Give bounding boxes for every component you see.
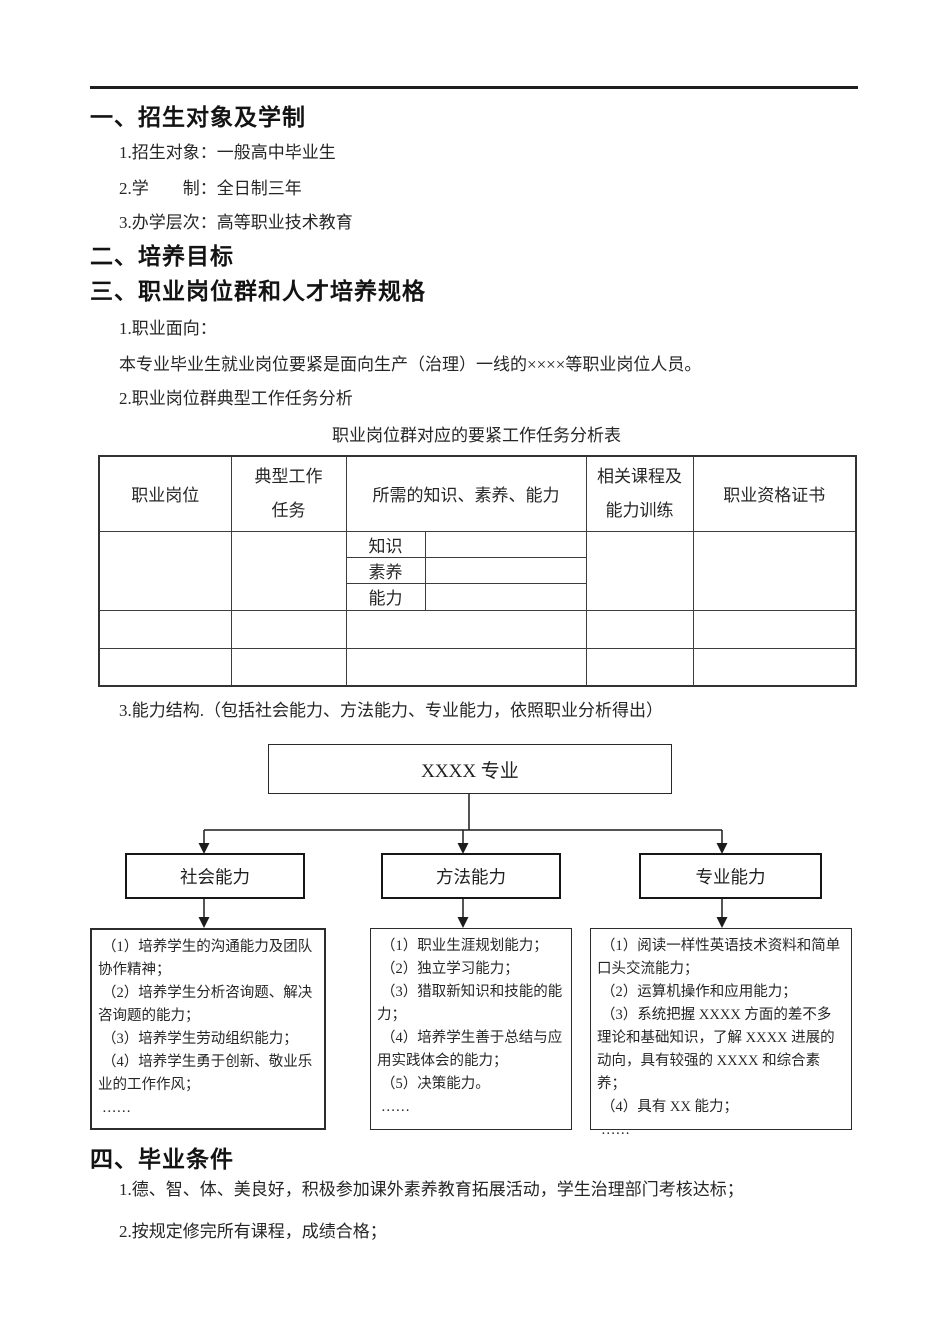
arrow-down-icon — [198, 917, 210, 928]
table-row: 素养 — [99, 556, 856, 584]
header-line: 典型工作 — [254, 466, 323, 486]
ability-item: （3）猎取新知识和技能的能力； — [377, 984, 563, 1023]
list-item-task-analysis: 2.职业岗位群典型工作任务分析 — [119, 389, 353, 408]
table-cell-empty — [98, 647, 232, 687]
ellipsis-line: …… — [102, 1100, 131, 1116]
header-line: 任务 — [271, 500, 306, 520]
sub-row-label-quality: 素养 — [345, 556, 426, 584]
top-rule — [90, 86, 858, 89]
section1-heading: 一、招生对象及学制 — [90, 104, 306, 130]
arrow-down-icon — [198, 843, 210, 854]
header-cell-post: 职业岗位 — [98, 455, 232, 532]
section3-heading: 三、职业岗位群和人才培养规格 — [90, 278, 426, 304]
ability-item: （1）培养学生的沟通能力及团队协作精神； — [98, 939, 313, 978]
table-cell-empty — [585, 530, 694, 611]
table-cell-empty — [98, 530, 232, 611]
table-cell-empty — [585, 609, 694, 649]
table-cell-empty — [424, 582, 587, 611]
header-cell-required-ksa: 所需的知识、素养、能力 — [345, 455, 587, 532]
list-item-graduation-1: 1.德、智、体、美良好，积极参加课外素养教育拓展活动，学生治理部门考核达标； — [119, 1180, 744, 1199]
ability-item: （4）培养学生善于总结与应用实践体会的能力； — [377, 1030, 563, 1069]
table-cell-empty — [692, 530, 857, 611]
task-analysis-table: 职业岗位 典型工作 任务 所需的知识、素养、能力 相关课程及 能力训练 职业资格… — [98, 455, 857, 687]
table-cell-empty — [692, 647, 857, 687]
list-item-graduation-2: 2.按规定修完所有课程，成绩合格； — [119, 1222, 387, 1241]
table-cell-empty — [585, 647, 694, 687]
table-caption: 职业岗位群对应的要紧工作任务分析表 — [332, 426, 621, 445]
table-cell-empty — [424, 556, 587, 584]
list-item-ability-structure: 3.能力结构.（包括社会能力、方法能力、专业能力，依照职业分析得出） — [119, 701, 663, 720]
table-cell-empty — [98, 609, 232, 649]
ability-item: （4）具有 XX 能力； — [601, 1099, 738, 1115]
arrow-down-icon — [457, 843, 469, 854]
sub-row-label-ability: 能力 — [345, 582, 426, 611]
ellipsis-line: …… — [381, 1099, 410, 1115]
table-row: 知识 — [98, 530, 857, 611]
header-line: 能力训练 — [605, 500, 674, 520]
table-cell-empty — [424, 530, 587, 558]
flowchart-root-box: XXXX 专业 — [268, 744, 672, 794]
flowchart-branch-method: 方法能力 — [381, 853, 561, 899]
list-item-schooling-length: 2.学 制：全日制三年 — [119, 179, 302, 198]
flowchart-branch-professional: 专业能力 — [639, 853, 822, 899]
flowchart-branch-social: 社会能力 — [125, 853, 305, 899]
ability-item: （1）阅读一样性英语技术资料和简单口头交流能力； — [597, 938, 841, 977]
ability-item: （2）独立学习能力； — [381, 961, 519, 977]
ability-item: （4）培养学生勇于创新、敬业乐业的工作作风； — [98, 1054, 313, 1093]
table-row — [98, 647, 857, 687]
arrow-down-icon — [716, 917, 728, 928]
header-cell-typical-task: 典型工作 任务 — [230, 455, 347, 532]
ability-item: （2）培养学生分析咨询题、解决咨询题的能力； — [98, 985, 313, 1024]
section2-heading: 二、培养目标 — [90, 243, 234, 269]
ability-item: （5）决策能力。 — [381, 1076, 490, 1092]
flowchart-content-box-professional: （1）阅读一样性英语技术资料和简单口头交流能力； （2）运算机操作和应用能力； … — [590, 928, 852, 1138]
table-header-row: 职业岗位 典型工作 任务 所需的知识、素养、能力 相关课程及 能力训练 职业资格… — [98, 455, 857, 532]
flowchart-content-box-social: （1）培养学生的沟通能力及团队协作精神； （2）培养学生分析咨询题、解决咨询题的… — [90, 928, 326, 1130]
list-item-enrollment-target: 1.招生对象：一般高中毕业生 — [119, 143, 336, 162]
table-row — [98, 609, 857, 649]
table-cell-empty — [230, 530, 347, 611]
table-cell-empty — [692, 609, 857, 649]
paragraph-career-orientation: 本专业毕业生就业岗位要紧是面向生产（治理）一线的××××等职业岗位人员。 — [119, 355, 702, 374]
table-cell-empty — [345, 609, 587, 649]
list-item-career-orientation: 1.职业面向： — [119, 319, 217, 338]
arrow-down-icon — [457, 917, 469, 928]
table-cell-empty — [230, 647, 347, 687]
header-cell-certificate: 职业资格证书 — [692, 455, 857, 532]
ability-item: （1）职业生涯规划能力； — [381, 938, 548, 954]
ellipsis-line: …… — [601, 1122, 630, 1138]
ability-item: （3）培养学生劳动组织能力； — [102, 1031, 298, 1047]
header-line: 相关课程及 — [597, 466, 682, 486]
ability-item: （2）运算机操作和应用能力； — [601, 984, 797, 1000]
flowchart-content-box-method: （1）职业生涯规划能力； （2）独立学习能力； （3）猎取新知识和技能的能力； … — [370, 928, 572, 1130]
sub-row-label-knowledge: 知识 — [345, 530, 426, 558]
ability-item: （3）系统把握 XXXX 方面的差不多理论和基础知识，了解 XXXX 进展的动向… — [597, 1007, 835, 1092]
list-item-education-level: 3.办学层次：高等职业技术教育 — [119, 213, 353, 232]
header-cell-related-courses: 相关课程及 能力训练 — [585, 455, 694, 532]
table-cell-empty — [230, 609, 347, 649]
arrow-down-icon — [716, 843, 728, 854]
section4-heading: 四、毕业条件 — [90, 1146, 234, 1172]
table-cell-empty — [345, 647, 587, 687]
